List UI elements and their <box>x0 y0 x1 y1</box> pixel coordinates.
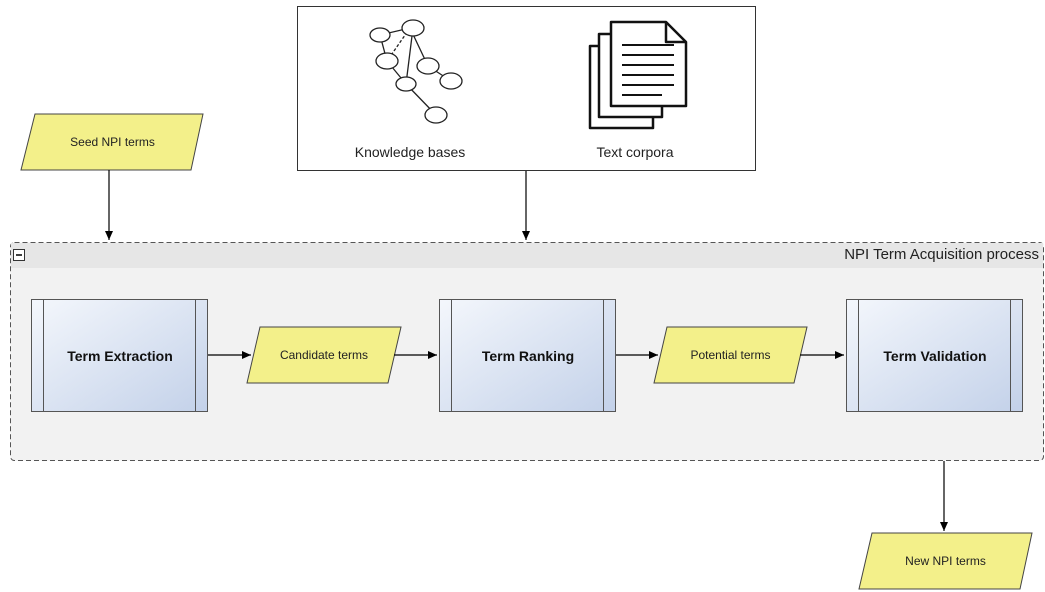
term-validation-label: Term Validation <box>883 347 987 364</box>
candidate-terms-label: Candidate terms <box>279 348 369 362</box>
term-extraction-box <box>31 299 208 412</box>
seed-terms-label: Seed NPI terms <box>70 135 155 149</box>
potential-terms-label: Potential terms <box>690 348 771 362</box>
term-validation-box <box>846 299 1023 412</box>
seed-terms-shape <box>20 113 204 171</box>
knowledge-bases-label: Knowledge bases <box>354 144 466 160</box>
text-corpora-label: Text corpora <box>596 144 674 160</box>
candidate-terms-shape <box>246 326 402 384</box>
new-terms-shape <box>858 532 1033 590</box>
term-ranking-box <box>439 299 616 412</box>
term-ranking-label: Term Ranking <box>481 347 575 364</box>
knowledge-graph-icon <box>369 19 463 124</box>
process-group-title: NPI Term Acquisition process <box>844 246 1039 263</box>
new-terms-label: New NPI terms <box>905 554 986 568</box>
term-extraction-label: Term Extraction <box>67 347 173 364</box>
process-group-header <box>11 243 1043 268</box>
potential-terms-shape <box>653 326 808 384</box>
documents-icon <box>588 20 688 130</box>
